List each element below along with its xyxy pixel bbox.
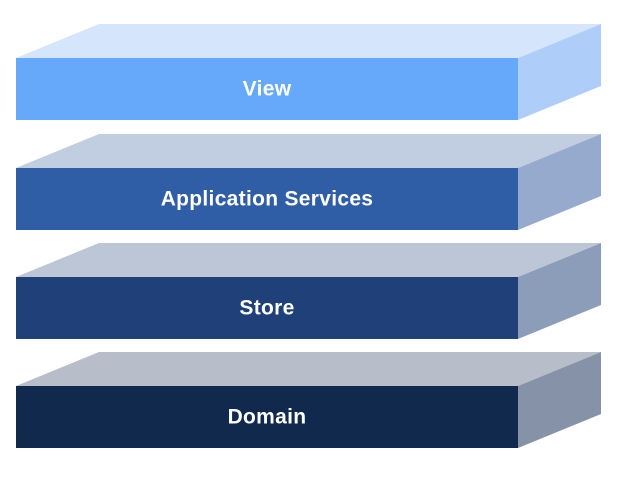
layer-domain-front-face: [16, 386, 518, 448]
layer-domain-label: Domain: [228, 406, 307, 429]
layer-application-services-top-face: [16, 134, 601, 168]
layer-view-side-face: [518, 24, 601, 120]
layer-view-label: View: [243, 78, 292, 101]
layer-application-services: Application Services: [16, 134, 601, 230]
layer-domain-top-face: [16, 352, 601, 386]
layer-store-side-face: [518, 243, 601, 339]
layer-application-services-front-face: [16, 168, 518, 230]
layer-store-front-face: [16, 277, 518, 339]
layer-store-label: Store: [239, 297, 294, 320]
layer-view: View: [16, 24, 601, 120]
layer-domain: Domain: [16, 352, 601, 448]
layer-store-top-face: [16, 243, 601, 277]
layer-application-services-label: Application Services: [161, 188, 374, 211]
layer-domain-side-face: [518, 352, 601, 448]
layer-view-front-face: [16, 58, 518, 120]
layer-view-top-face: [16, 24, 601, 58]
layer-store: Store: [16, 243, 601, 339]
layer-application-services-side-face: [518, 134, 601, 230]
